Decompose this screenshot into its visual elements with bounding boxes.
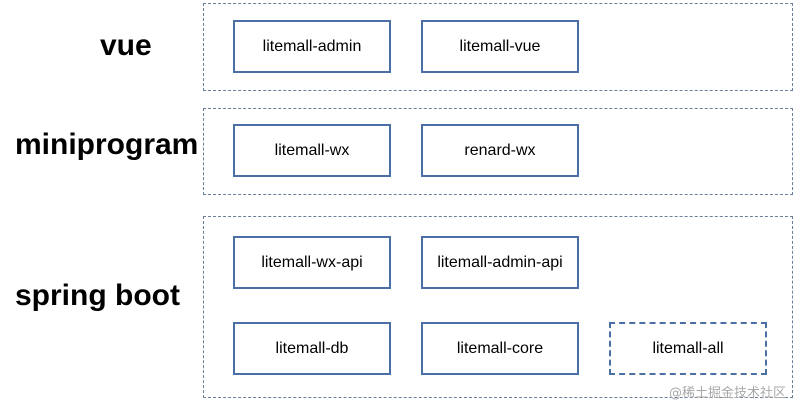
module-litemall-wx-api: litemall-wx-api <box>233 236 391 289</box>
module-litemall-vue: litemall-vue <box>421 20 579 73</box>
module-litemall-admin-api: litemall-admin-api <box>421 236 579 289</box>
layer-label-miniprogram: miniprogram <box>15 128 199 161</box>
module-litemall-all: litemall-all <box>609 322 767 375</box>
module-litemall-admin: litemall-admin <box>233 20 391 73</box>
layer-label-spring-boot: spring boot <box>15 279 180 312</box>
layer-box-vue <box>203 3 793 91</box>
module-renard-wx: renard-wx <box>421 124 579 177</box>
layer-label-vue: vue <box>100 29 152 62</box>
module-litemall-db: litemall-db <box>233 322 391 375</box>
watermark-text: @稀土掘金技术社区 <box>668 386 786 401</box>
layer-box-miniprogram <box>203 108 793 195</box>
module-litemall-core: litemall-core <box>421 322 579 375</box>
module-litemall-wx: litemall-wx <box>233 124 391 177</box>
layer-box-spring-boot <box>203 216 793 398</box>
